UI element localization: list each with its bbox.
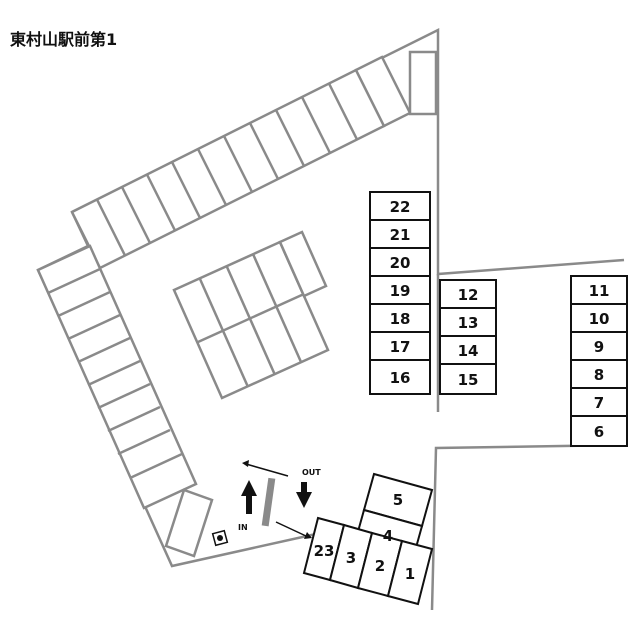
- space-label: 23: [314, 542, 335, 560]
- traffic-arrow-head-icon: [304, 532, 312, 539]
- numbered-stall-column-6-11: [570, 275, 628, 447]
- space-label: 6: [594, 423, 604, 441]
- space-label: 11: [589, 282, 610, 300]
- out-label: OUT: [302, 468, 321, 477]
- space-6: [570, 415, 628, 447]
- out-arrow-icon: [296, 482, 312, 508]
- space-label: 5: [393, 491, 403, 509]
- space-label: 8: [594, 366, 604, 384]
- space-label: 7: [594, 394, 604, 412]
- stall: [408, 50, 438, 116]
- stall-row-left: [36, 244, 198, 510]
- numbered-stall-column-12-15: [439, 279, 497, 395]
- in-label: IN: [238, 523, 248, 532]
- in-arrow-icon: [241, 480, 257, 514]
- page-title: 東村山駅前第1: [10, 30, 118, 49]
- space-label: 12: [458, 286, 479, 304]
- space-16: [369, 359, 431, 395]
- space-label: 4: [383, 527, 393, 545]
- stall: [36, 244, 198, 510]
- numbered-stall-group-1-3-23: [302, 516, 434, 606]
- space-label: 22: [390, 198, 411, 216]
- gate-bar: [261, 477, 276, 527]
- space-label: 13: [458, 314, 479, 332]
- stall-row-top: [70, 55, 412, 270]
- space-10: [570, 303, 628, 333]
- traffic-arrow-path: [245, 463, 289, 477]
- traffic-arrow-line: [275, 521, 307, 537]
- space-21: [369, 219, 431, 249]
- space-label: 9: [594, 338, 604, 356]
- space-1: [386, 539, 434, 606]
- space-label: 15: [458, 371, 479, 389]
- space-label: 18: [390, 310, 411, 328]
- space-label: 16: [390, 369, 411, 387]
- numbered-stall-labels: 22 21 20 19 18 17 16 12 13 14 15 11 10 9…: [314, 198, 610, 583]
- traffic-arrow-head-icon: [242, 460, 249, 467]
- entrance-area: IN OUT: [211, 460, 321, 547]
- stall: [164, 488, 214, 558]
- boundary-right-bottom: [430, 443, 625, 611]
- space-15: [439, 363, 497, 395]
- space-14: [439, 335, 497, 365]
- space-7: [570, 387, 628, 417]
- space-20: [369, 247, 431, 277]
- numbered-stall-column-16-22: [369, 191, 431, 395]
- space-8: [570, 359, 628, 389]
- space-label: 2: [375, 557, 385, 575]
- space-label: 10: [589, 310, 610, 328]
- space-label: 14: [458, 342, 479, 360]
- space-label: 19: [390, 282, 411, 300]
- space-label: 17: [390, 338, 411, 356]
- space-label: 20: [390, 254, 411, 272]
- space-label: 1: [405, 565, 415, 583]
- space-11: [570, 275, 628, 305]
- space-label: 3: [346, 549, 356, 567]
- stall: [278, 230, 328, 298]
- space-label: 21: [390, 226, 411, 244]
- stall-block-center: [172, 230, 330, 400]
